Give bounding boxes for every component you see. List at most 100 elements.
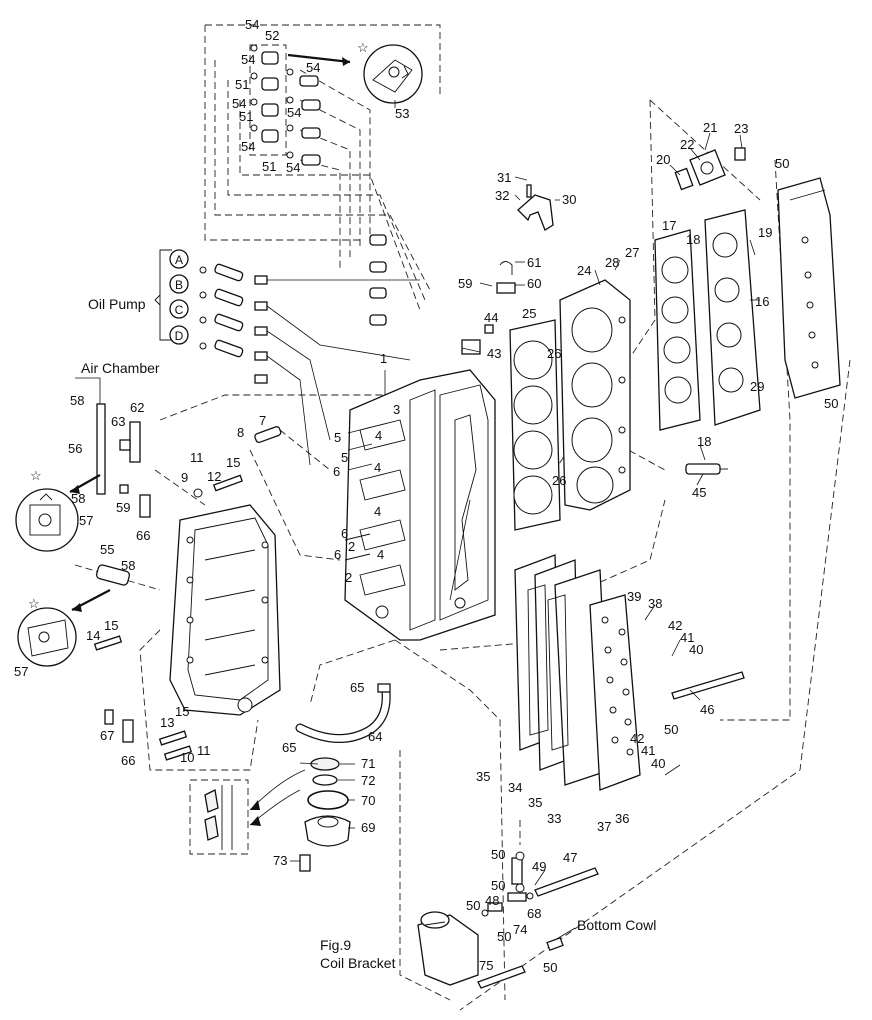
callout: 57	[79, 513, 93, 528]
callout: 54	[245, 17, 259, 32]
label-bottom-cowl: Bottom Cowl	[577, 917, 656, 933]
callout: 66	[121, 753, 135, 768]
exhaust-cover	[777, 177, 841, 399]
callout: 48	[485, 893, 499, 908]
callout: 55	[100, 542, 114, 557]
callout: 24	[577, 263, 591, 278]
oil-pump-line-c	[199, 313, 268, 336]
callout: 54	[306, 60, 320, 75]
detail-circle-57-upper	[15, 474, 101, 552]
callout: 7	[259, 413, 266, 428]
text-labels: Oil Pump Air Chamber Bottom Cowl Fig.9 C…	[28, 40, 656, 971]
callout: 27	[625, 245, 639, 260]
callout: 4	[374, 460, 381, 475]
callout: 58	[71, 491, 85, 506]
callout: 42	[668, 618, 682, 633]
circle-letter-b: B	[175, 278, 183, 292]
callout: 18	[686, 232, 700, 247]
head-gasket	[509, 319, 561, 531]
callout: 74	[513, 922, 527, 937]
callout: 51	[235, 77, 249, 92]
callout: 2	[348, 539, 355, 554]
head-cover-gasket	[654, 229, 701, 431]
callout: 17	[662, 218, 676, 233]
callout: 14	[86, 628, 100, 643]
callout: 66	[136, 528, 150, 543]
detail-circle-57-lower	[17, 589, 111, 667]
spark-plug	[685, 463, 728, 475]
callout: 22	[680, 137, 694, 152]
pipe-fitting	[261, 129, 279, 143]
callout: 54	[232, 96, 246, 111]
callout: 35	[528, 795, 542, 810]
circle-letter-c: C	[175, 303, 184, 317]
star-mark: ☆	[28, 596, 40, 611]
oil-pump-line-a	[199, 263, 268, 285]
callout: 58	[70, 393, 84, 408]
callout: 19	[758, 225, 772, 240]
callout: 68	[527, 906, 541, 921]
callout: 54	[241, 139, 255, 154]
callout: 49	[532, 859, 546, 874]
callout: 3	[393, 402, 400, 417]
callout: 8	[237, 425, 244, 440]
hose-64	[295, 683, 391, 743]
callout: 18	[697, 434, 711, 449]
callout: 43	[487, 346, 501, 361]
callout: 41	[641, 743, 655, 758]
callout: 41	[680, 630, 694, 645]
pipe-fitting	[301, 127, 321, 139]
exhaust-plates	[514, 554, 641, 791]
callout: 60	[527, 276, 541, 291]
callout: 51	[262, 159, 276, 174]
head-cover	[704, 209, 761, 426]
callout: 20	[656, 152, 670, 167]
callout: 50	[497, 929, 511, 944]
part-callouts: 54 52 54 54 51 54 51 54 54 51 54 53 21 2…	[14, 17, 838, 975]
callout: 4	[374, 504, 381, 519]
callout: 69	[361, 820, 375, 835]
callout: 11	[197, 743, 211, 758]
callout: 36	[615, 811, 629, 826]
callout: 37	[597, 819, 611, 834]
callout: 6	[334, 547, 341, 562]
thermostat-cover	[674, 147, 746, 191]
callout: 12	[207, 469, 221, 484]
oil-pump-letters: A B C D	[169, 249, 189, 345]
callout: 11	[190, 450, 204, 465]
callout: 65	[350, 680, 364, 695]
callout: 5	[341, 450, 348, 465]
callout: 29	[750, 379, 764, 394]
air-chamber-pipe	[75, 377, 141, 495]
callout: 50	[775, 156, 789, 171]
callout: 50	[543, 960, 557, 975]
callout: 15	[104, 618, 118, 633]
callout: 16	[755, 294, 769, 309]
callout: 15	[175, 704, 189, 719]
star-mark: ☆	[30, 468, 42, 483]
callout: 50	[824, 396, 838, 411]
callout: 59	[116, 500, 130, 515]
callout: 30	[562, 192, 576, 207]
clamp-60	[496, 261, 516, 294]
callout: 46	[700, 702, 714, 717]
callout: 67	[100, 728, 114, 743]
callout: 2	[345, 570, 352, 585]
pipe-fitting	[261, 103, 279, 117]
pipe-fitting	[301, 154, 321, 166]
crankcase	[169, 504, 281, 716]
callout: 50	[491, 847, 505, 862]
callout: 51	[239, 109, 253, 124]
callout: 4	[377, 547, 384, 562]
oil-pump-line-b	[199, 288, 268, 311]
callout: 75	[479, 958, 493, 973]
callout: 54	[286, 160, 300, 175]
callout: 38	[648, 596, 662, 611]
callout: 40	[651, 756, 665, 771]
callout: 31	[497, 170, 511, 185]
callout: 58	[121, 558, 135, 573]
callout: 4	[375, 428, 382, 443]
circle-letter-a: A	[175, 253, 183, 267]
callout: 1	[380, 351, 387, 366]
callout: 70	[361, 793, 375, 808]
